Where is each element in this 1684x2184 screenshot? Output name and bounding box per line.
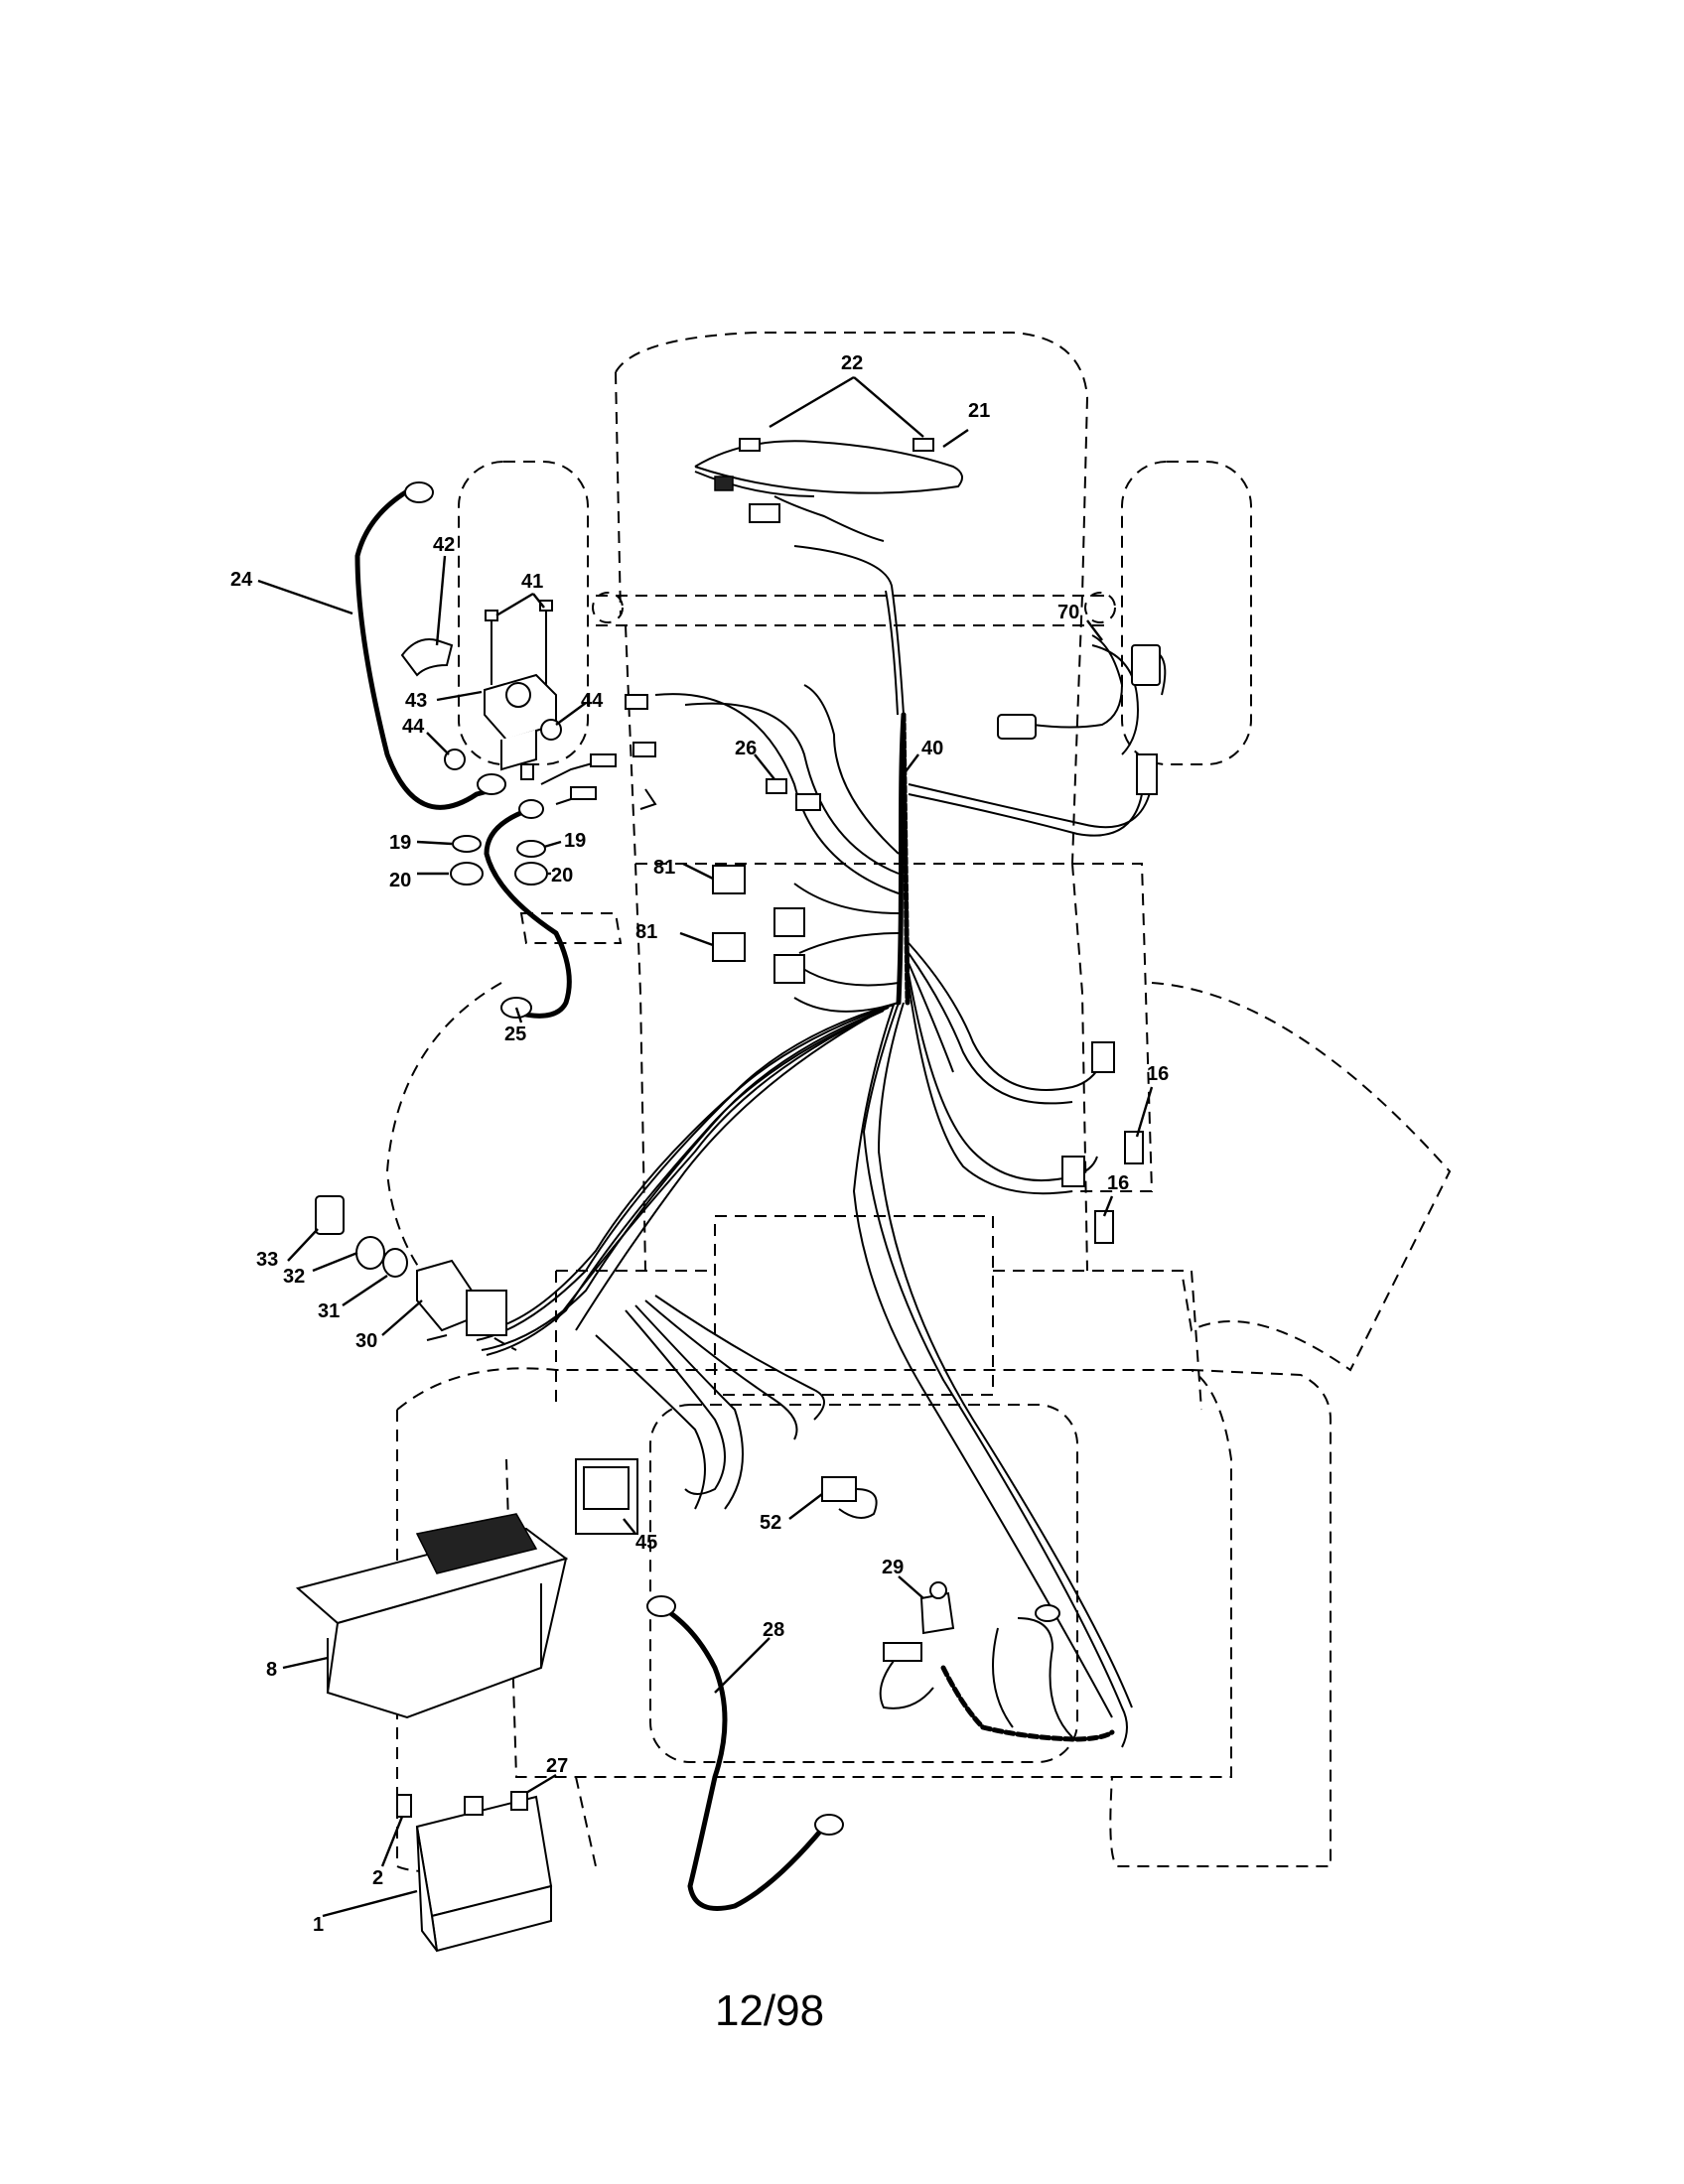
callout-40: 40 <box>921 738 943 759</box>
solenoid-assembly <box>354 481 657 1019</box>
connector-26a <box>766 778 787 794</box>
connectors-16 <box>1061 1041 1144 1244</box>
switch-plug <box>997 714 1037 740</box>
terminal-cover <box>400 638 454 677</box>
seat-switch-assembly <box>879 1581 1115 1742</box>
seat-switch <box>919 1591 955 1635</box>
callout-8: 8 <box>266 1659 277 1681</box>
callout-27: 27 <box>546 1755 568 1777</box>
callout-labels: 24 42 41 43 44 44 22 21 70 26 40 19 19 2… <box>230 352 1169 1936</box>
seat-switch-plug <box>883 1642 922 1662</box>
harness-plug-right-upper <box>1091 1041 1115 1073</box>
nut-20-left <box>450 862 484 886</box>
callout-25: 25 <box>504 1024 526 1045</box>
headlight-bulb-right <box>912 438 934 452</box>
connector-16-upper <box>1124 1131 1144 1164</box>
ignition-switch <box>416 1259 474 1332</box>
headlight-bulb-left <box>739 438 761 452</box>
callout-26: 26 <box>735 738 757 759</box>
callout-70: 70 <box>1057 602 1079 623</box>
connector-26b <box>795 793 821 811</box>
headlight-connector <box>714 476 734 491</box>
harness-connector-top <box>749 503 780 523</box>
switch-connector <box>1131 644 1161 686</box>
leader-lines <box>257 375 1154 1918</box>
callout-32: 32 <box>283 1266 305 1288</box>
ignition-assembly <box>315 1195 507 1341</box>
callout-42: 42 <box>433 534 455 556</box>
callout-16-lower: 16 <box>1107 1172 1129 1194</box>
callout-81-upper: 81 <box>653 857 675 879</box>
relays <box>712 778 821 984</box>
callout-31: 31 <box>318 1300 340 1322</box>
callout-29: 29 <box>882 1557 904 1578</box>
ignition-nut <box>382 1248 408 1278</box>
switch-harness <box>997 634 1167 795</box>
callout-30: 30 <box>355 1330 377 1352</box>
callout-21: 21 <box>968 400 990 422</box>
gauge-components <box>575 1458 878 1535</box>
ignition-key <box>315 1195 345 1235</box>
cable-24-terminal-bottom <box>477 773 506 795</box>
terminal-27a <box>464 1796 484 1816</box>
connector-16-lower <box>1094 1210 1114 1244</box>
callout-28: 28 <box>763 1619 784 1641</box>
callout-16-upper: 16 <box>1147 1063 1169 1085</box>
main-harness <box>476 545 1153 1748</box>
headlight-harness <box>694 438 963 542</box>
terminal-27b <box>510 1791 528 1811</box>
ignition-bezel <box>355 1236 385 1270</box>
callout-19-right: 19 <box>564 830 586 852</box>
callout-19-left: 19 <box>389 832 411 854</box>
tractor-outline <box>385 332 1452 1874</box>
ignition-connector <box>466 1290 507 1336</box>
relay-socket-upper <box>773 907 805 937</box>
callout-22: 22 <box>841 352 863 374</box>
callout-24: 24 <box>230 569 253 591</box>
washer-19-right <box>516 840 546 858</box>
callout-44-right: 44 <box>581 690 604 712</box>
callout-52: 52 <box>760 1512 781 1534</box>
battery-tray <box>326 1557 568 1719</box>
page-code: 12/98 <box>715 1986 824 2035</box>
ground-cable <box>646 1595 844 1911</box>
cable-28-terminal-bottom <box>814 1814 844 1836</box>
nut-44-left <box>444 749 466 770</box>
relay-upper <box>712 865 746 894</box>
switch-plug-right <box>1136 753 1158 795</box>
callout-33: 33 <box>256 1249 278 1271</box>
callout-20-right: 20 <box>551 865 573 887</box>
callout-41: 41 <box>521 571 543 593</box>
relay-lower <box>712 932 746 962</box>
callout-44-left: 44 <box>402 716 425 738</box>
relay-socket-lower <box>773 954 805 984</box>
component-52 <box>821 1476 857 1502</box>
washer-19-left <box>452 835 482 853</box>
nut-20-right <box>514 862 548 886</box>
callout-45: 45 <box>635 1532 657 1554</box>
cable-24-terminal-top <box>404 481 434 503</box>
callout-2: 2 <box>372 1867 383 1889</box>
callout-1: 1 <box>313 1914 324 1936</box>
hold-down-bar <box>415 1513 538 1574</box>
callout-81-lower: 81 <box>635 921 657 943</box>
callout-20-left: 20 <box>389 870 411 891</box>
battery-assembly <box>295 1513 569 1953</box>
bolt-2 <box>396 1794 412 1818</box>
harness-plug-right-lower <box>1061 1156 1085 1187</box>
cable-28-terminal-top <box>646 1595 676 1617</box>
callout-43: 43 <box>405 690 427 712</box>
